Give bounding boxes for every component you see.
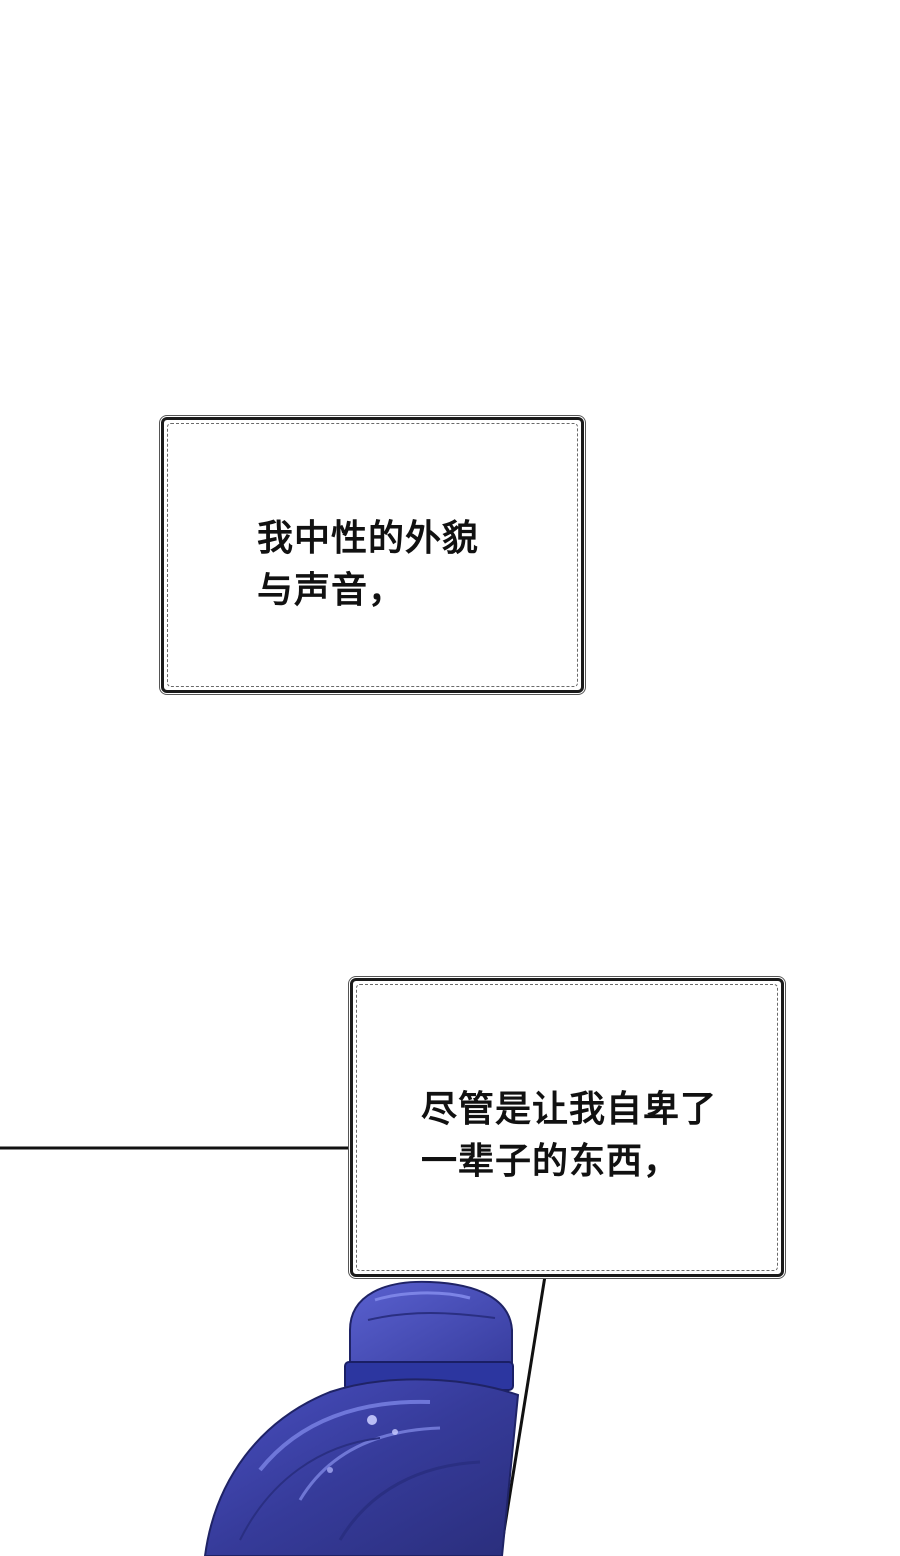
caption-1-text: 我中性的外貌 与声音，: [257, 512, 479, 616]
caption-1-line-2: 与声音，: [257, 569, 406, 611]
caption-2-line-2: 一辈子的东西，: [421, 1140, 681, 1182]
caption-box-2: 尽管是让我自卑了 一辈子的东西，: [350, 978, 784, 1277]
caption-2-text: 尽管是让我自卑了 一辈子的东西，: [421, 1083, 717, 1187]
caption-1-line-1: 我中性的外貌: [257, 517, 480, 559]
caption-box-1: 我中性的外貌 与声音，: [161, 417, 584, 693]
character-hair: [203, 1280, 520, 1556]
caption-2-line-1: 尽管是让我自卑了: [421, 1088, 718, 1130]
